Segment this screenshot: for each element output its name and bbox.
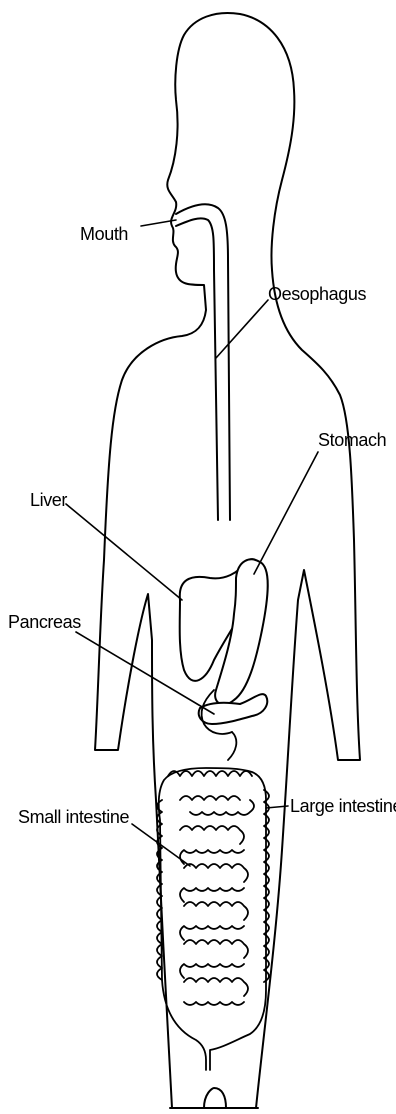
label-pancreas: Pancreas: [8, 612, 81, 632]
label-stomach: Stomach: [318, 430, 386, 450]
oesophagus-tube: [176, 204, 230, 520]
label-small-intestine: Small intestine: [18, 807, 129, 827]
stomach-leader-line: [254, 452, 318, 574]
anus-opening: [204, 1088, 226, 1108]
label-liver: Liver: [30, 490, 67, 510]
label-oesophagus: Oesophagus: [268, 284, 366, 304]
label-large-intestine: Large intestine: [290, 796, 396, 816]
label-mouth: Mouth: [80, 224, 128, 244]
liver-leader-line: [66, 504, 182, 600]
oesophagus-leader-line: [216, 300, 268, 358]
oesophagus-tube-inner: [176, 218, 218, 520]
